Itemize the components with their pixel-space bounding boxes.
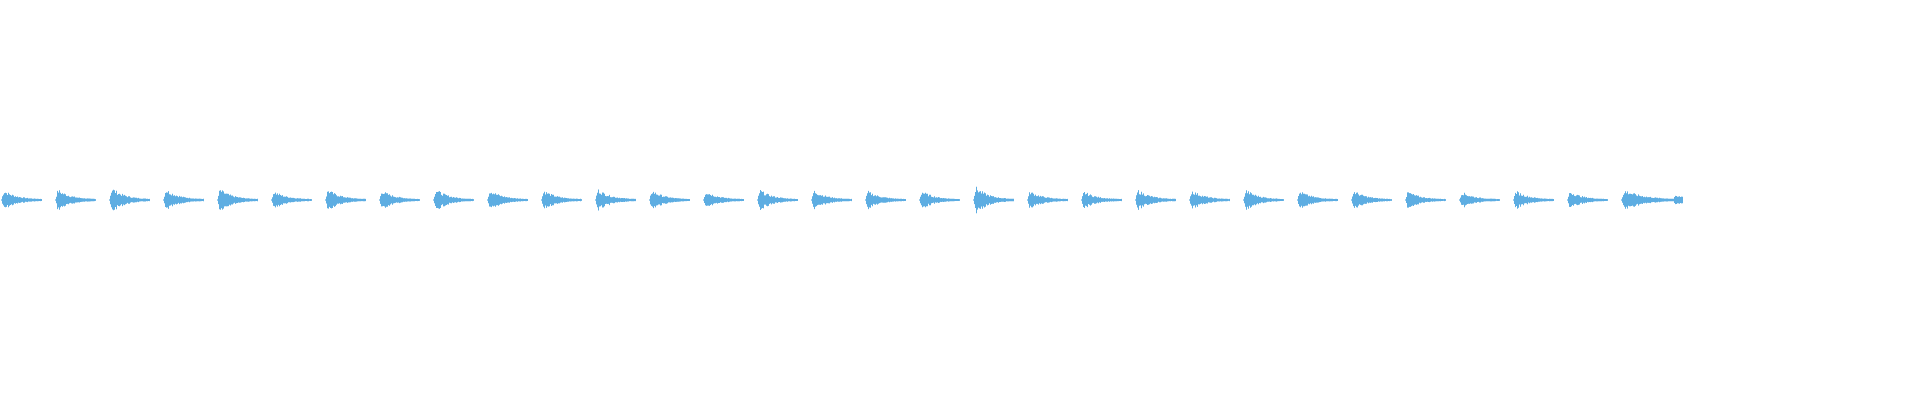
waveform-segment	[271, 192, 312, 208]
waveform-segment	[1621, 191, 1683, 209]
waveform-segment	[1189, 191, 1230, 209]
waveform-segment	[973, 186, 1014, 214]
waveform-segment	[1567, 193, 1608, 207]
waveform-segment	[1351, 192, 1392, 208]
waveform-segment	[379, 192, 420, 208]
waveform-segment	[1243, 190, 1284, 210]
waveform-segment	[55, 190, 96, 210]
waveform-segment	[811, 190, 852, 210]
waveform-segment	[433, 191, 474, 209]
waveform-segment	[703, 194, 744, 206]
waveform-segment	[649, 191, 690, 209]
waveform-segment	[217, 190, 258, 210]
waveform-segment	[487, 192, 528, 208]
waveform-segment	[1459, 192, 1500, 208]
waveform-segment	[1297, 192, 1338, 208]
waveform-segment	[919, 192, 960, 208]
waveform-segment	[1081, 192, 1122, 208]
waveform-segment	[1, 192, 42, 208]
waveform-segment	[865, 190, 906, 210]
waveform-segment	[595, 189, 636, 211]
waveform-segment	[1513, 191, 1554, 209]
waveform-segment	[1135, 190, 1176, 210]
waveform-segment	[163, 191, 204, 209]
waveform-segment	[1405, 192, 1446, 208]
waveform-segment	[325, 191, 366, 209]
waveform-segment	[541, 191, 582, 209]
waveform-segment	[109, 189, 150, 211]
waveform-segment	[1027, 192, 1068, 208]
waveform-segment	[757, 190, 798, 210]
